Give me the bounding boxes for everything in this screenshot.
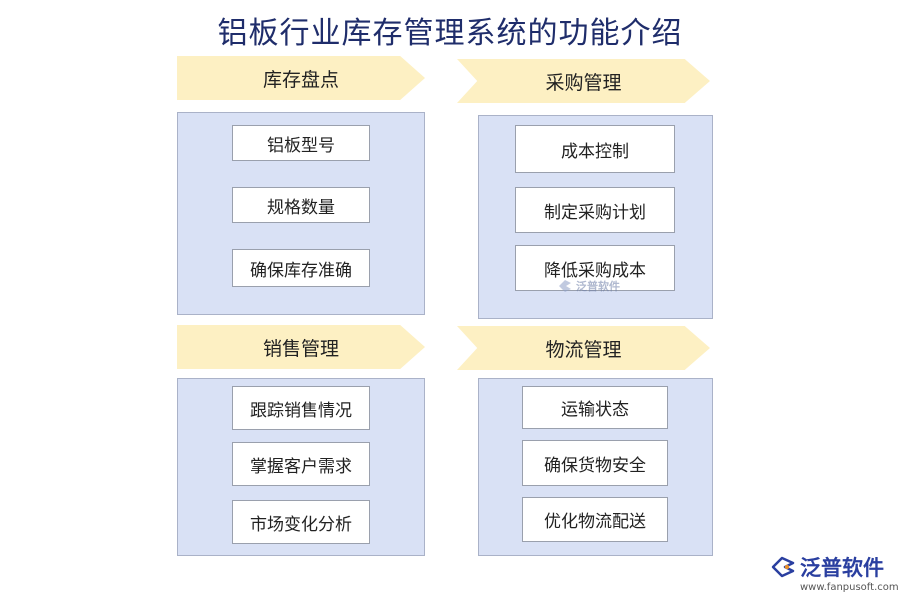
section-heading-sales: 销售管理: [177, 325, 425, 369]
section-heading-label: 采购管理: [545, 71, 622, 94]
section-heading-logistics: 物流管理: [457, 326, 710, 370]
list-item: 规格数量: [232, 187, 370, 223]
page-title: 铝板行业库存管理系统的功能介绍: [217, 16, 683, 51]
list-item: 成本控制: [515, 125, 675, 173]
brand-logo: 泛普软件 www.fanpusoft.com: [770, 552, 899, 596]
brand-name: 泛普软件: [800, 556, 884, 580]
list-item: 掌握客户需求: [232, 442, 370, 486]
list-item: 制定采购计划: [515, 187, 675, 233]
fanpu-logo-icon: [559, 280, 571, 292]
list-item: 优化物流配送: [522, 497, 668, 542]
section-heading-inventory: 库存盘点: [177, 56, 425, 100]
section-heading-label: 销售管理: [262, 337, 339, 360]
list-item: 运输状态: [522, 386, 668, 429]
brand-url: www.fanpusoft.com: [800, 582, 899, 593]
list-item: 铝板型号: [232, 125, 370, 161]
list-item: 市场变化分析: [232, 500, 370, 544]
list-item: 确保库存准确: [232, 249, 370, 287]
watermark: 泛普软件: [557, 278, 620, 294]
watermark-text: 泛普软件: [576, 280, 620, 293]
list-item: 跟踪销售情况: [232, 386, 370, 430]
list-item: 确保货物安全: [522, 440, 668, 486]
section-heading-label: 库存盘点: [262, 68, 339, 91]
section-heading-label: 物流管理: [545, 338, 622, 361]
section-heading-purchasing: 采购管理: [457, 59, 710, 103]
list-item: 降低采购成本: [515, 245, 675, 291]
fanpu-logo-icon: [771, 556, 795, 578]
